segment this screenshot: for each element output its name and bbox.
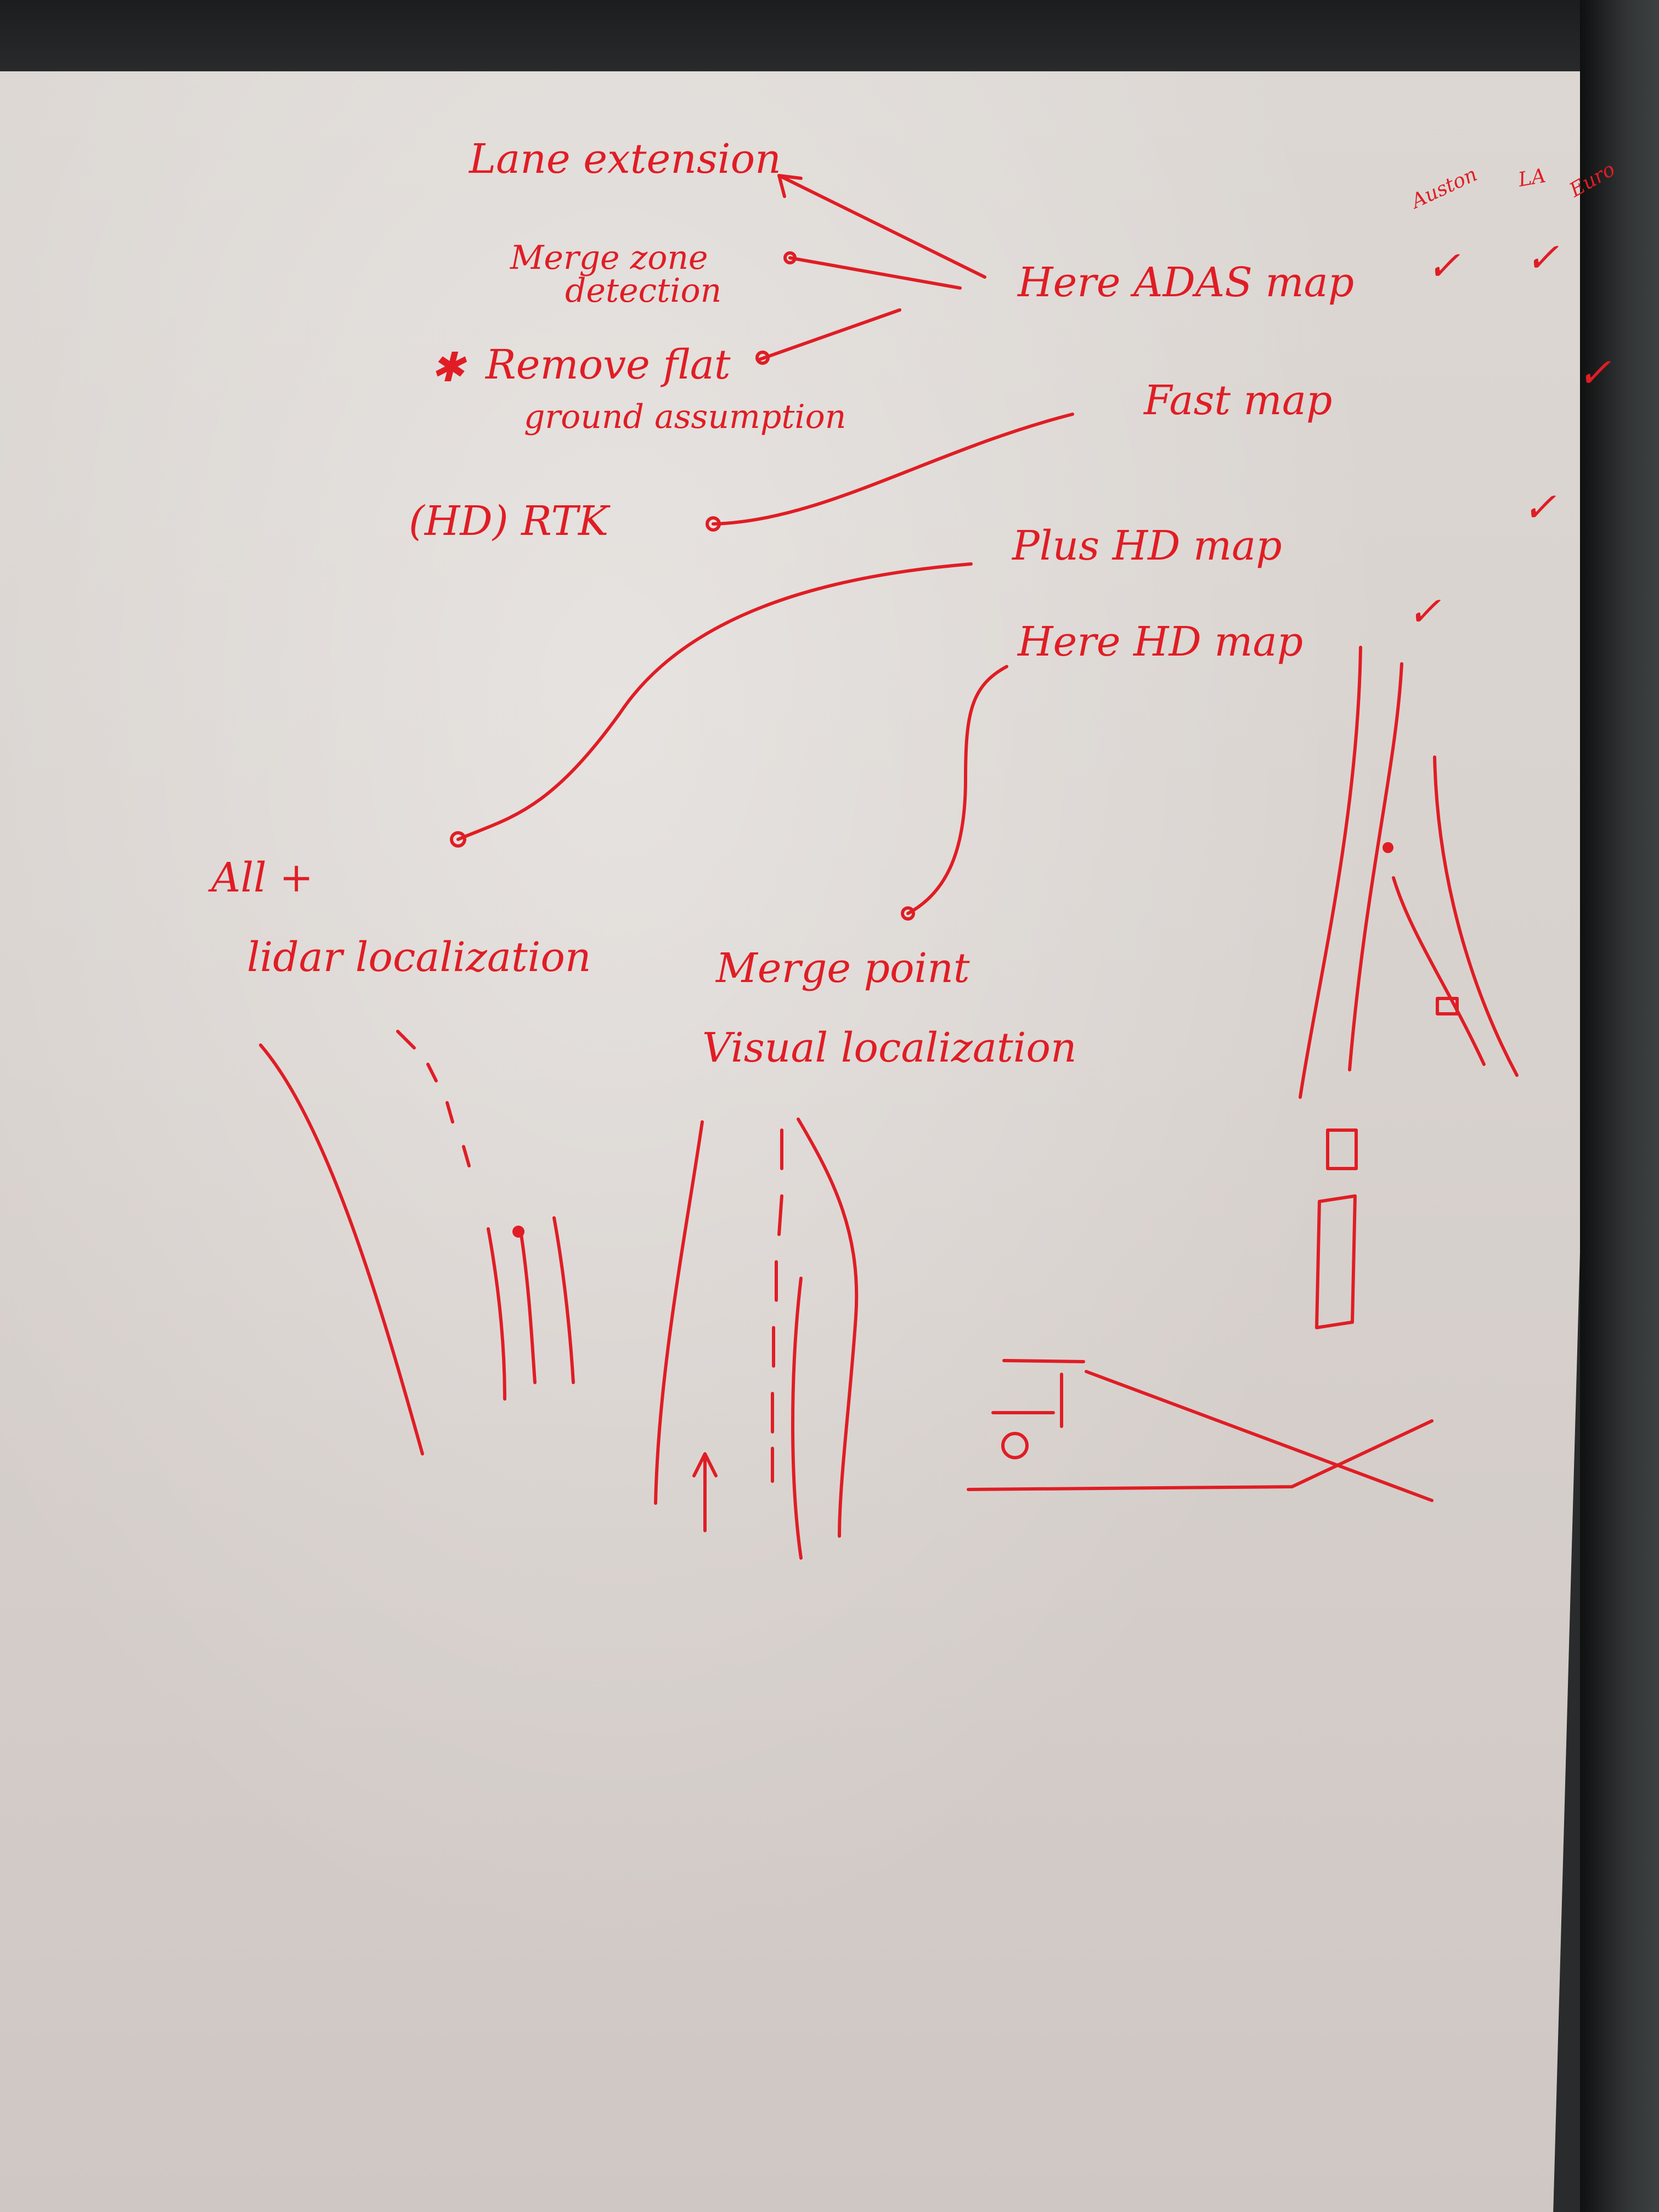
column-header-auston: Auston [1407,163,1481,213]
arrowhead-merge-zone [783,251,797,264]
note-merge-zone-detection: detection [565,272,721,310]
note-hd-rtk: (HD) RTK [409,498,611,545]
sketch-middle-dashed-lane [771,1128,783,1483]
whiteboard-frame-top [0,0,1659,82]
arrow-to-merge-point [906,665,1008,915]
note-visual-localization: Visual localization [702,1024,1077,1071]
note-remove-flat: Remove flat [484,341,731,388]
sketch-middle-arrow [692,1452,718,1532]
arrowhead-lane-extension [777,174,803,198]
sketch-middle-left-edge [654,1120,704,1505]
note-plus-hd-map: Plus HD map [1011,522,1282,569]
check-adas-col1: ✓ [1426,242,1460,290]
sketch-bottom-top-line [1002,1359,1085,1363]
check-plus-hd: ✓ [1522,484,1556,531]
check-here-hd: ✓ [1407,588,1441,635]
asterisk-mark: ✱ [431,344,467,391]
sketch-right-road-merge-lane [1392,876,1486,1066]
sketch-left-dashed-lane [396,1030,471,1167]
note-fast-map: Fast map [1143,377,1332,424]
column-header-la: LA [1516,165,1547,191]
whiteboard-frame-right [1580,0,1659,2212]
sketch-bottom-diagonal-2 [967,1419,1434,1491]
arrow-to-remove-flat [758,308,901,361]
sketch-right-road-right-edge [1433,755,1519,1077]
note-ground-assumption: ground assumption [524,398,846,436]
arrowhead-lidar [450,831,466,848]
arrow-to-merge-zone [788,256,962,290]
sketch-right-road-left-edge [1299,646,1362,1099]
sketch-right-vehicle-box [1436,997,1459,1015]
sketch-left-lane-2 [520,1233,537,1384]
note-all-plus: All + [208,854,313,901]
arrowhead-remove-flat [755,351,770,365]
sketch-right-vehicle-dot [1383,842,1393,853]
arrow-to-rtk [712,413,1074,526]
note-merge-zone: Merge zone [510,239,708,277]
arrowhead-rtk [706,516,721,532]
note-merge-point: Merge point [715,945,970,992]
sketch-right-road-center-lane [1348,662,1403,1071]
note-here-hd-map: Here HD map [1017,618,1303,665]
arrow-to-lidar-localization [456,562,973,841]
sketch-left-lane-1 [487,1227,506,1401]
check-adas-col2: ✓ [1525,234,1559,281]
note-here-adas-map: Here ADAS map [1017,259,1354,306]
sketch-middle-right-edge [797,1118,859,1538]
sketch-right-vehicle-lower [1326,1128,1358,1170]
sketch-left-road-edge [259,1043,424,1455]
sketch-bottom-circle [1001,1432,1029,1459]
sketch-left-vehicle-dot [512,1226,524,1238]
sketch-left-lane-3 [552,1216,575,1384]
sketch-middle-merge-lane [791,1277,803,1560]
arrow-to-lane-extension [777,174,986,279]
sketch-right-truck [1315,1194,1357,1329]
check-fast-map: ✓ [1577,349,1611,397]
arrowhead-merge-point [901,906,915,921]
note-lane-extension: Lane extension [468,136,781,183]
column-header-euro: Euro [1565,158,1619,202]
sketch-bottom-diagonal-1 [1085,1370,1434,1502]
note-lidar-localization: lidar localization [247,934,591,981]
whiteboard-surface [0,71,1613,2212]
sketch-bottom-sign [991,1373,1063,1428]
